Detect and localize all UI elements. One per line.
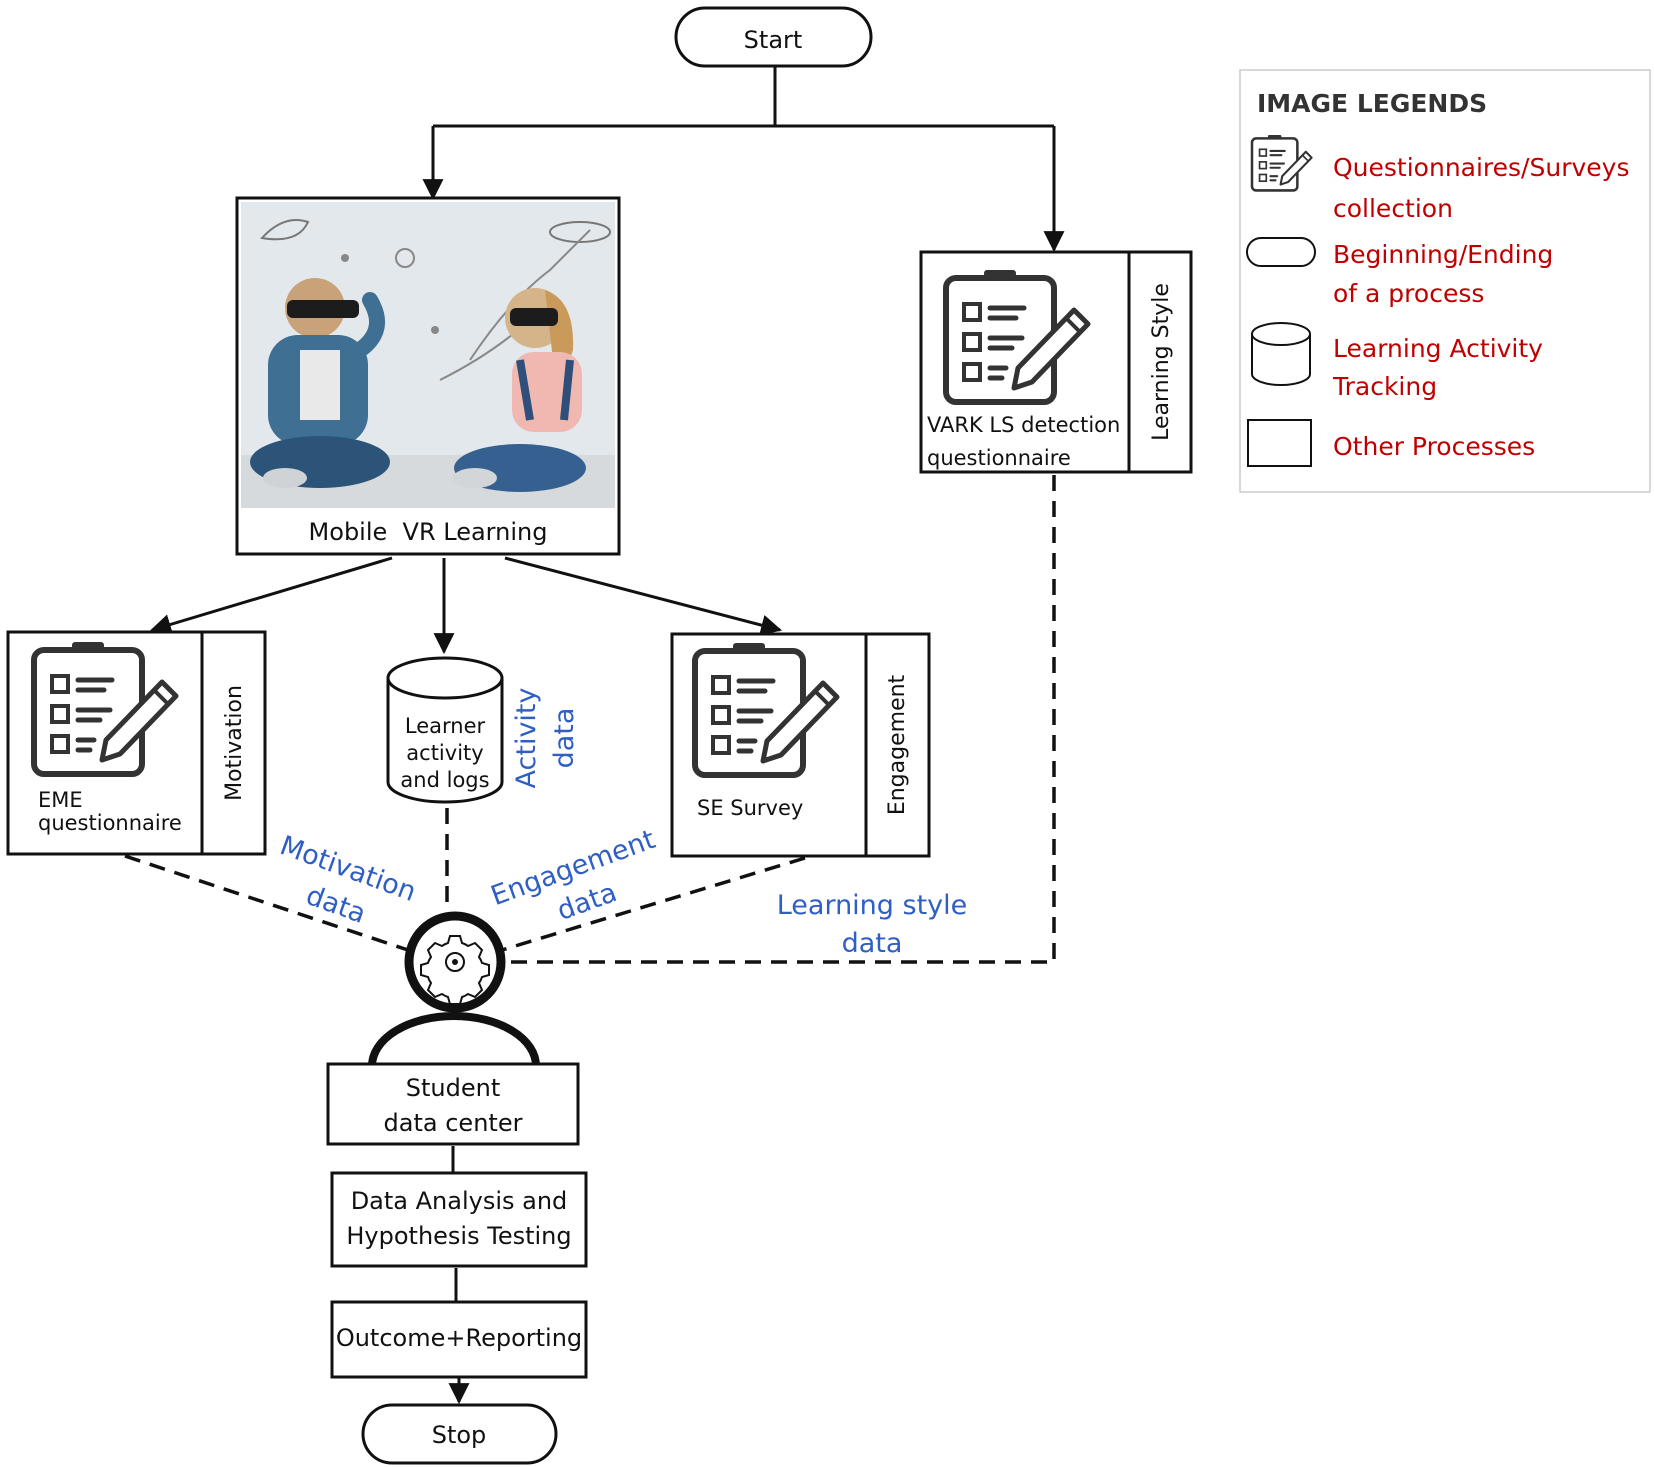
boy-figure — [250, 278, 390, 488]
processing-gear-hub — [404, 911, 506, 1013]
legend-item-label-line2: collection — [1333, 194, 1453, 223]
learning-style-data-label-line2: data — [842, 928, 903, 959]
vark-side-label: Learning Style — [1149, 283, 1174, 441]
learning-style-data-label-line1: Learning style — [777, 890, 968, 921]
legend-title: IMAGE LEGENDS — [1257, 89, 1487, 118]
terminator-shape-icon — [1246, 237, 1316, 267]
database-label-line1: Learner — [405, 714, 486, 738]
data-center-label-line1: Student — [406, 1074, 500, 1102]
activity-data-label-line2: data — [549, 708, 580, 769]
activity-data-label-line1: Activity — [511, 687, 542, 788]
se-side-label: Engagement — [885, 674, 910, 815]
database-label-line3: and logs — [400, 768, 489, 792]
eme-questionnaire-node: EME questionnaire Motivation — [6, 630, 267, 856]
database-label-line2: activity — [406, 741, 483, 765]
cylinder-icon — [1251, 322, 1311, 386]
vr-learning-photo — [241, 202, 615, 508]
rectangle-icon — [1247, 419, 1312, 467]
learner-activity-database: Learner activity and logs — [386, 656, 504, 804]
data-center-label-line2: data center — [384, 1109, 523, 1137]
legend-item-label-line1: Questionnaires/Surveys — [1333, 153, 1629, 182]
legend-item-label-line2: Tracking — [1332, 372, 1437, 401]
vark-questionnaire-node: VARK LS detection questionnaire Learning… — [919, 250, 1193, 474]
legend-item-cylinder: Learning Activity Tracking — [1251, 322, 1543, 401]
image-legend: IMAGE LEGENDS Questionnaires/Surveys col… — [1239, 69, 1651, 493]
solid-connectors — [149, 66, 1065, 1405]
vark-caption-line1: VARK LS detection — [927, 413, 1120, 437]
girl-figure — [453, 288, 586, 492]
legend-item-label-line2: of a process — [1333, 279, 1484, 308]
se-survey-node: SE Survey Engagement — [670, 632, 931, 858]
analysis-label-line2: Hypothesis Testing — [346, 1222, 571, 1250]
student-data-center-node: Student data center — [326, 1012, 580, 1146]
gear-icon — [420, 935, 490, 1005]
outcome-label: Outcome+Reporting — [336, 1324, 582, 1352]
analysis-label-line1: Data Analysis and — [351, 1187, 568, 1215]
stop-label: Stop — [432, 1421, 487, 1449]
legend-item-rectangle: Other Processes — [1247, 419, 1535, 467]
legend-item-terminator: Beginning/Ending of a process — [1246, 237, 1553, 308]
legend-item-label-line1: Learning Activity — [1333, 334, 1543, 363]
outcome-reporting-node: Outcome+Reporting — [330, 1300, 588, 1379]
mobile-vr-learning-node: Mobile VR Learning — [235, 196, 621, 556]
vark-caption-line2: questionnaire — [927, 446, 1071, 470]
legend-item-questionnaires: Questionnaires/Surveys collection — [1250, 133, 1629, 223]
eme-side-label: Motivation — [222, 685, 247, 801]
data-analysis-node: Data Analysis and Hypothesis Testing — [330, 1171, 588, 1268]
stop-terminator: Stop — [361, 1403, 558, 1465]
start-terminator: Start — [674, 6, 873, 68]
legend-item-label-line1: Beginning/Ending — [1333, 240, 1553, 269]
se-caption: SE Survey — [697, 796, 803, 820]
start-label: Start — [744, 26, 803, 54]
mobile-vr-label: Mobile VR Learning — [309, 518, 548, 546]
eme-caption-line2: questionnaire — [38, 811, 182, 835]
legend-item-label-line1: Other Processes — [1333, 432, 1535, 461]
eme-caption-line1: EME — [38, 788, 83, 812]
dashed-connectors — [124, 475, 1056, 964]
